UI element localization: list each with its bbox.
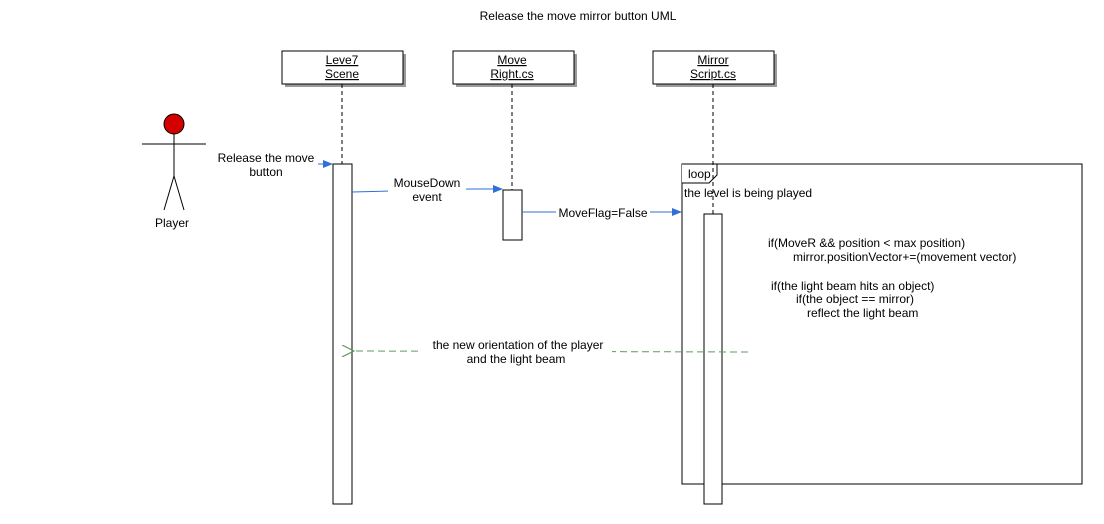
return-message-orientation: the new orientation of the player and th… bbox=[354, 337, 749, 367]
loop-code: if(MoveR && position < max position) mir… bbox=[768, 236, 1016, 320]
lifeline-mirror-script: Mirror Script.cs bbox=[652, 50, 777, 505]
activation-bar bbox=[703, 213, 723, 505]
code-line: if(the light beam hits an object) bbox=[771, 279, 934, 293]
lifeline-title-line1: Mirror bbox=[697, 53, 728, 67]
message-release-button: Release the move button bbox=[214, 150, 333, 180]
lifeline-title-line2: Script.cs bbox=[690, 67, 736, 81]
activation-bar bbox=[502, 189, 523, 241]
lifeline-title-line2: Scene bbox=[325, 67, 359, 81]
return-label-line1: the new orientation of the player bbox=[433, 338, 604, 352]
message-label-line1: MouseDown bbox=[394, 176, 461, 190]
message-label: MoveFlag=False bbox=[558, 206, 647, 220]
lifeline-level7-scene: Leve7 Scene bbox=[281, 50, 406, 505]
return-label-line2: and the light beam bbox=[467, 352, 566, 366]
message-mousedown-event: MouseDown event bbox=[351, 175, 503, 205]
actor-label: Player bbox=[155, 216, 189, 230]
message-label-line2: button bbox=[249, 165, 282, 179]
activation-bar bbox=[332, 163, 353, 505]
lifeline-title-line1: Move bbox=[497, 53, 527, 67]
loop-label: loop bbox=[688, 167, 711, 181]
loop-fragment: loop the level is being played bbox=[681, 163, 1083, 485]
code-line: if(MoveR && position < max position) bbox=[768, 236, 965, 250]
diagram-title: Release the move mirror button UML bbox=[480, 9, 677, 23]
lifeline-title-line2: Right.cs bbox=[490, 67, 533, 81]
lifeline-title-line1: Leve7 bbox=[326, 53, 359, 67]
message-label-line1: Release the move bbox=[218, 151, 315, 165]
code-line: reflect the light beam bbox=[807, 306, 918, 320]
message-label-line2: event bbox=[412, 190, 442, 204]
loop-tag bbox=[682, 163, 718, 184]
code-line: if(the object == mirror) bbox=[796, 292, 914, 306]
message-moveflag-false: MoveFlag=False bbox=[522, 205, 682, 220]
actor-head bbox=[163, 113, 185, 135]
code-line: mirror.positionVector+=(movement vector) bbox=[793, 250, 1016, 264]
loop-guard: the level is being played bbox=[684, 186, 812, 200]
lifeline-move-right: Move Right.cs bbox=[452, 50, 577, 241]
player-actor: Player bbox=[142, 113, 206, 230]
